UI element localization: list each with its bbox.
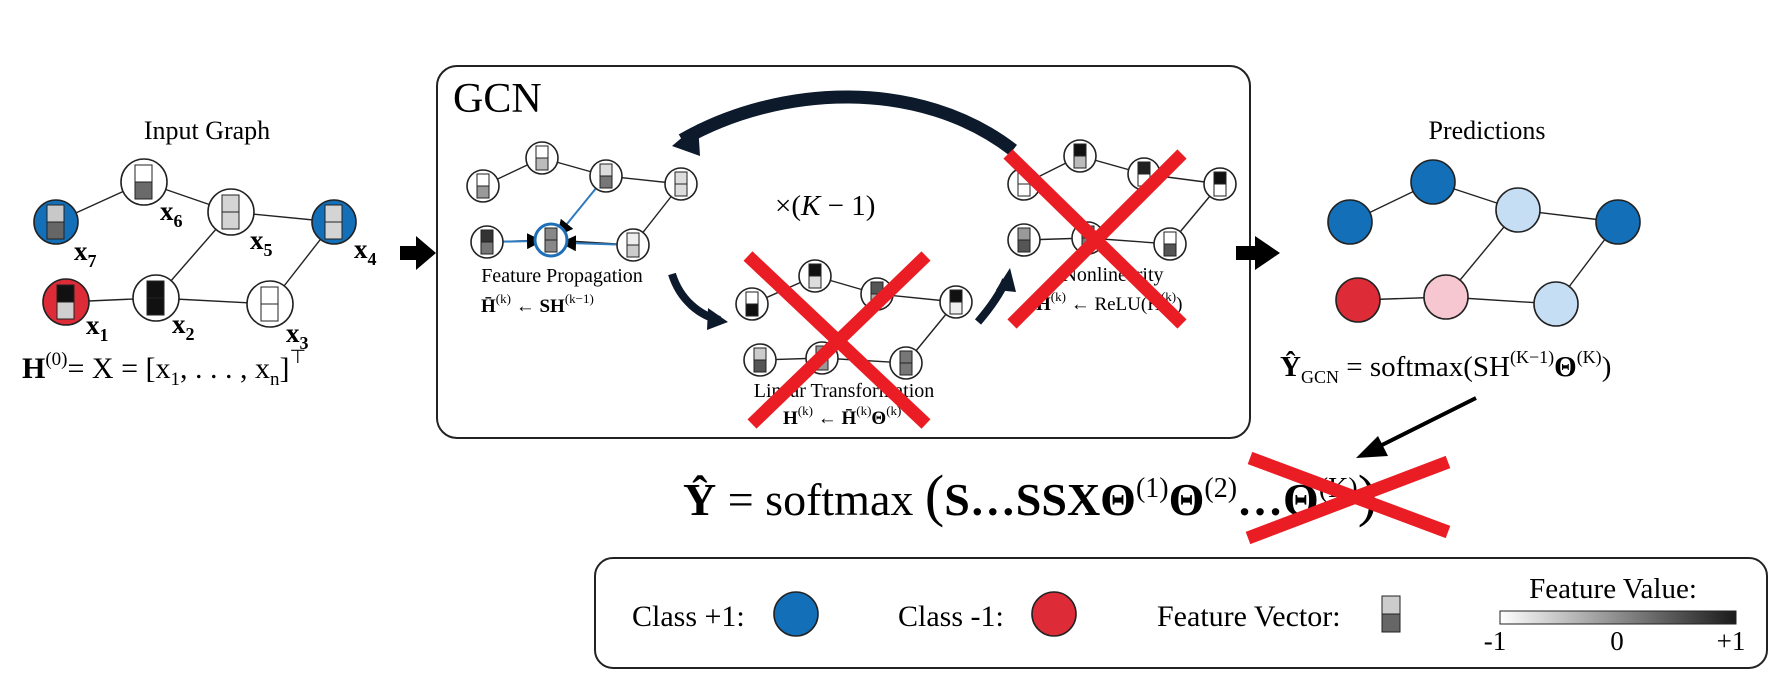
pred-node: [1595, 199, 1641, 245]
arrow-to-sgc: [1375, 396, 1477, 450]
loop-arrow: [678, 90, 1017, 156]
sgc-cross-out: [1245, 451, 1451, 545]
label-x2: x2: [172, 309, 195, 344]
linear-cross-out: [743, 251, 931, 429]
legend-feature-vector-label: Feature Vector:: [1157, 600, 1341, 633]
predictions-formula: ŶGCN = softmax(SH(K−1)Θ(K)): [1280, 347, 1611, 387]
colorbar-tick-min: -1: [1484, 626, 1507, 656]
nonlinearity-graph: [1007, 139, 1237, 261]
nonlinearity-formula: H(k) ← ReLU(H̄(k)): [1036, 289, 1182, 315]
gcn-title: GCN: [453, 76, 542, 122]
nonlin-node: [1007, 223, 1041, 257]
legend-class-neg-swatch: [1031, 591, 1077, 637]
legend-box: [594, 557, 1768, 669]
legend-class-pos-label: Class +1:: [632, 600, 745, 633]
arrowhead-linear-to-nonlin: [996, 268, 1016, 292]
pred-node: [1327, 199, 1373, 245]
input-node-x4: [311, 199, 357, 245]
input-node-x1: [42, 278, 90, 326]
input-graph: x7 x6 x5 x4 x1 x2 x3: [33, 158, 377, 353]
nonlin-node: [1153, 227, 1187, 261]
arrowhead-to-sgc: [1356, 436, 1388, 458]
input-formula: H(0)= X = [x1, . . . , xn]⊤: [22, 347, 306, 390]
linear-node: [735, 287, 769, 321]
prop-node: [525, 141, 559, 175]
pred-node: [1423, 274, 1469, 320]
prop-node: [664, 167, 698, 201]
legend-feature-value-label: Feature Value:: [1529, 573, 1697, 605]
nonlinearity-cross-out: [1003, 149, 1187, 329]
input-graph-title: Input Graph: [144, 116, 270, 145]
linear-node: [743, 343, 777, 377]
legend-feature-vector-swatch: [1381, 595, 1401, 633]
input-node-x5: [207, 188, 255, 236]
pred-node: [1410, 159, 1456, 205]
feature-propagation-label: Feature Propagation: [481, 265, 643, 287]
propagation-graph: [466, 141, 698, 262]
legend-class-neg-label: Class -1:: [898, 600, 1004, 633]
linear-node: [798, 259, 832, 293]
input-node-x3: [246, 280, 294, 328]
input-node-x2: [132, 274, 180, 322]
prop-node-target: [533, 222, 569, 258]
label-x1: x1: [86, 310, 109, 345]
label-x5: x5: [250, 225, 273, 260]
feature-propagation-formula: H̄(k) ← SH(k−1): [481, 291, 594, 317]
input-node-x6: [120, 158, 168, 206]
arrowhead-prop-to-linear: [707, 308, 728, 330]
input-node-x7: [33, 199, 79, 245]
pred-node: [1335, 277, 1381, 323]
feature-value-colorbar: [1499, 610, 1737, 625]
label-x4: x4: [354, 234, 377, 269]
legend-class-pos-swatch: [773, 591, 819, 637]
label-x3: x3: [286, 318, 309, 353]
loop-arrowhead: [672, 124, 700, 156]
prop-node: [470, 225, 504, 259]
pred-node: [1495, 187, 1541, 233]
label-x7: x7: [74, 236, 97, 271]
predictions-title: Predictions: [1429, 116, 1546, 145]
colorbar-tick-mid: 0: [1610, 626, 1624, 656]
nonlin-node: [1203, 167, 1237, 201]
pred-node: [1533, 281, 1579, 327]
linear-node: [889, 346, 923, 380]
colorbar-tick-max: +1: [1717, 626, 1746, 656]
arrow-to-gcn: [400, 236, 436, 270]
arrow-to-predictions: [1236, 236, 1280, 270]
label-x6: x6: [160, 196, 183, 231]
repeat-label: ×(K − 1): [775, 190, 875, 222]
predictions-graph: [1327, 159, 1641, 327]
nonlin-node: [1063, 139, 1097, 173]
linear-transformation-formula: H(k) ← H̄(k)Θ(k): [783, 403, 901, 429]
prop-node: [466, 169, 500, 203]
prop-node: [589, 159, 623, 193]
prop-node: [616, 228, 650, 262]
linear-node: [939, 285, 973, 319]
